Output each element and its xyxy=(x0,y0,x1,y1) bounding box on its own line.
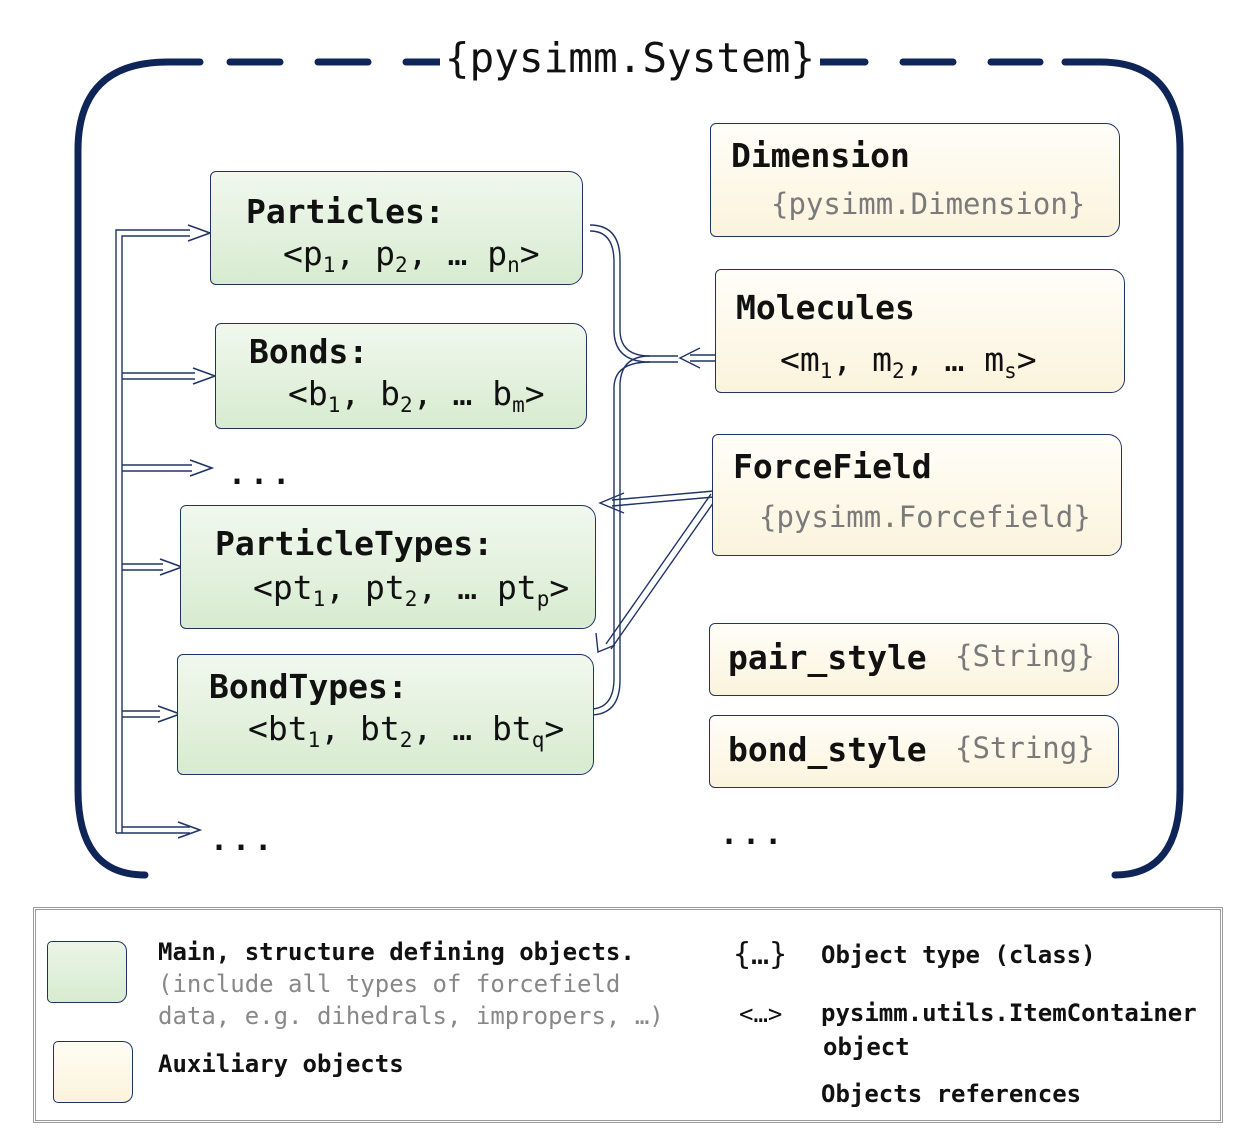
pair-style-box[interactable]: pair_style {String} xyxy=(709,623,1119,696)
bond-style-label: bond_style xyxy=(728,730,927,769)
molecules-container: <m1, m2, … ms> xyxy=(780,340,1037,383)
forcefield-type: {pysimm.Forcefield} xyxy=(759,500,1091,534)
forcefield-label: ForceField xyxy=(733,447,932,486)
legend-container-label-1: pysimm.utils.ItemContainer xyxy=(821,999,1197,1027)
bonds-label: Bonds: xyxy=(249,332,369,371)
legend-type-symbol: {…} xyxy=(733,937,788,972)
main-ellipsis-2: ... xyxy=(210,823,277,858)
particles-box[interactable]: Particles: <p1, p2, … pn> xyxy=(210,171,583,285)
legend-aux-label: Auxiliary objects xyxy=(158,1050,404,1078)
bondtypes-container: <bt1, bt2, … btq> xyxy=(248,709,565,752)
particletypes-container: <pt1, pt2, … ptp> xyxy=(253,568,570,611)
molecules-label: Molecules xyxy=(736,288,915,327)
bond-style-box[interactable]: bond_style {String} xyxy=(709,715,1119,788)
molecules-box[interactable]: Molecules <m1, m2, … ms> xyxy=(715,269,1125,393)
legend: Main, structure defining objects. (inclu… xyxy=(33,907,1223,1123)
forcefield-references xyxy=(595,490,717,654)
dimension-box[interactable]: Dimension {pysimm.Dimension} xyxy=(710,123,1120,237)
legend-main-note-1: (include all types of forcefield xyxy=(158,970,621,998)
dimension-type: {pysimm.Dimension} xyxy=(771,187,1086,221)
legend-aux-swatch xyxy=(53,1041,133,1103)
pair-style-label: pair_style xyxy=(728,638,927,677)
legend-ref-label: Objects references xyxy=(821,1080,1082,1108)
molecules-references xyxy=(589,224,779,716)
pair-style-type: {String} xyxy=(955,639,1095,673)
bond-style-type: {String} xyxy=(955,731,1095,765)
bondtypes-label: BondTypes: xyxy=(209,667,408,706)
bonds-box[interactable]: Bonds: <b1, b2, … bm> xyxy=(215,323,587,429)
forcefield-box[interactable]: ForceField {pysimm.Forcefield} xyxy=(712,434,1122,556)
particletypes-label: ParticleTypes: xyxy=(215,524,494,563)
legend-type-label: Object type (class) xyxy=(821,941,1096,969)
bondtypes-box[interactable]: BondTypes: <bt1, bt2, … btq> xyxy=(177,654,594,775)
legend-main-note-2: data, e.g. dihedrals, impropers, …) xyxy=(158,1002,664,1030)
particles-container: <p1, p2, … pn> xyxy=(283,234,540,277)
reference-trunk xyxy=(115,229,195,834)
legend-container-label-2: object xyxy=(823,1033,910,1061)
legend-main-label: Main, structure defining objects. xyxy=(158,938,635,966)
aux-ellipsis: ... xyxy=(720,817,787,852)
particletypes-box[interactable]: ParticleTypes: <pt1, pt2, … ptp> xyxy=(180,505,596,629)
dimension-label: Dimension xyxy=(731,136,910,175)
system-title: {pysimm.System} xyxy=(440,30,820,86)
main-ellipsis-1: ... xyxy=(228,457,295,492)
legend-container-symbol: <…> xyxy=(739,1000,783,1028)
particles-label: Particles: xyxy=(246,192,445,231)
legend-main-swatch xyxy=(47,941,127,1003)
system-frame xyxy=(74,58,1184,879)
bonds-container: <b1, b2, … bm> xyxy=(288,374,545,417)
